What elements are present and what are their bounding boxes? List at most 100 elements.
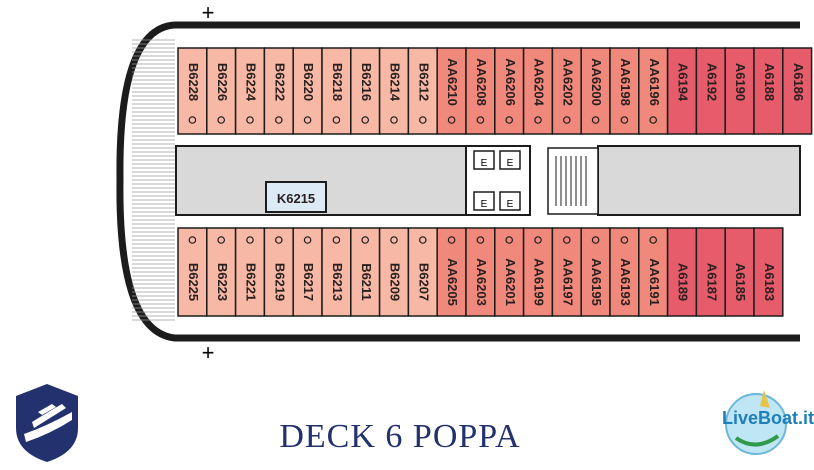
- cabin-a6192[interactable]: A6192: [695, 47, 726, 135]
- cabin-label: A6183: [762, 263, 777, 301]
- porthole-icon: [332, 236, 341, 244]
- cabin-a6189[interactable]: A6189: [666, 227, 698, 317]
- cabin-label: A6188: [762, 63, 777, 101]
- porthole-icon: [476, 116, 485, 124]
- cabin-aa6205[interactable]: AA6205: [436, 227, 467, 317]
- cabin-label: B6220: [301, 63, 316, 101]
- cabin-a6194[interactable]: A6194: [666, 47, 698, 135]
- cabin-aa6204[interactable]: AA6204: [522, 47, 554, 135]
- cabin-b6228[interactable]: B6228: [177, 47, 208, 135]
- cabin-b6216[interactable]: B6216: [350, 47, 381, 135]
- cabin-aa6195[interactable]: AA6195: [580, 227, 611, 317]
- cabin-label: A6194: [676, 63, 691, 102]
- cabin-box: [551, 47, 582, 135]
- cabin-b6218[interactable]: B6218: [321, 47, 352, 135]
- cabin-aa6199[interactable]: AA6199: [522, 227, 554, 317]
- cabin-label: B6226: [215, 63, 230, 101]
- porthole-icon: [246, 236, 254, 244]
- cabin-b6209[interactable]: B6209: [378, 227, 410, 317]
- cabin-label: B6213: [330, 263, 345, 301]
- porthole-icon: [534, 116, 542, 124]
- cabin-b6222[interactable]: B6222: [263, 47, 294, 135]
- cabin-label: AA6200: [589, 58, 604, 106]
- porthole-icon: [447, 236, 456, 244]
- cabin-aa6200[interactable]: AA6200: [580, 47, 611, 135]
- cabin-b6226[interactable]: B6226: [206, 47, 237, 135]
- cabin-box: [436, 47, 467, 135]
- watermark-text: LiveBoat.it: [722, 408, 814, 428]
- ship-logo-icon: [16, 384, 78, 462]
- porthole-icon: [188, 236, 197, 244]
- cabin-b6220[interactable]: B6220: [292, 47, 323, 135]
- cabin-label: B6207: [416, 263, 431, 301]
- porthole-icon: [332, 116, 341, 124]
- cabin-aa6198[interactable]: AA6198: [609, 47, 640, 135]
- cabin-label: B6224: [244, 63, 259, 102]
- cabin-label: AA6198: [618, 58, 633, 106]
- deck-planks: [132, 39, 175, 321]
- cabin-aa6197[interactable]: AA6197: [551, 227, 582, 317]
- cabin-aa6203[interactable]: AA6203: [465, 227, 496, 317]
- cabin-box: [695, 227, 726, 317]
- cabin-a6183[interactable]: A6183: [753, 227, 784, 317]
- cabin-box: [695, 47, 726, 135]
- elevator-block: E E E E: [465, 145, 531, 216]
- cabin-b6212[interactable]: B6212: [407, 47, 438, 135]
- porthole-icon: [534, 236, 542, 244]
- cabin-label: AA6210: [445, 58, 460, 106]
- porthole-icon: [246, 116, 254, 124]
- cabin-label: B6221: [244, 263, 259, 301]
- cabin-b6223[interactable]: B6223: [206, 227, 237, 317]
- cabin-a6188[interactable]: A6188: [753, 47, 784, 135]
- cabin-label: A6190: [733, 63, 748, 101]
- cabin-box: [522, 47, 554, 135]
- cabin-aa6202[interactable]: AA6202: [551, 47, 582, 135]
- cabin-b6217[interactable]: B6217: [292, 227, 323, 317]
- cabin-label: AA6202: [560, 58, 575, 106]
- cabin-a6186[interactable]: A6186: [782, 47, 813, 135]
- cabin-label: AA6193: [618, 258, 633, 306]
- cabin-aa6193[interactable]: AA6193: [609, 227, 640, 317]
- cabin-a6187[interactable]: A6187: [695, 227, 726, 317]
- cabin-label: AA6206: [503, 58, 518, 106]
- cabin-aa6206[interactable]: AA6206: [494, 47, 525, 135]
- cabin-a6185[interactable]: A6185: [724, 227, 755, 317]
- cabin-label: B6218: [330, 63, 345, 101]
- cabin-box: [378, 47, 410, 135]
- cabin-box: [177, 47, 208, 135]
- cabin-b6213[interactable]: B6213: [321, 227, 352, 317]
- cabin-b6225[interactable]: B6225: [177, 227, 208, 317]
- cabin-b6221[interactable]: B6221: [234, 227, 266, 317]
- cabin-aa6201[interactable]: AA6201: [494, 227, 525, 317]
- cabin-label: AA6208: [474, 58, 489, 106]
- cabin-label: B6222: [272, 63, 287, 101]
- cabin-box: [206, 47, 237, 135]
- cabin-b6207[interactable]: B6207: [407, 227, 438, 317]
- cabin-label: B6225: [186, 263, 201, 301]
- porthole-icon: [505, 116, 514, 124]
- cabin-label: A6187: [704, 263, 719, 301]
- cabin-aa6210[interactable]: AA6210: [436, 47, 467, 135]
- porthole-icon: [591, 116, 600, 124]
- cabin-aa6191[interactable]: AA6191: [638, 227, 669, 317]
- cabin-k6215[interactable]: K6215: [265, 181, 327, 213]
- cabin-b6211[interactable]: B6211: [350, 227, 381, 317]
- cabin-label: AA6203: [474, 258, 489, 306]
- cabin-b6219[interactable]: B6219: [263, 227, 294, 317]
- porthole-icon: [591, 236, 600, 244]
- cabin-aa6196[interactable]: AA6196: [638, 47, 669, 135]
- cabin-label: B6216: [359, 63, 374, 101]
- cabin-b6224[interactable]: B6224: [234, 47, 266, 135]
- cabin-b6214[interactable]: B6214: [378, 47, 410, 135]
- cabin-a6190[interactable]: A6190: [724, 47, 755, 135]
- cabin-label: AA6204: [532, 58, 547, 106]
- cabin-label: A6185: [733, 263, 748, 301]
- cabin-aa6208[interactable]: AA6208: [465, 47, 496, 135]
- elevator-label: E: [481, 199, 488, 210]
- porthole-icon: [361, 236, 370, 244]
- cabin-label: AA6196: [647, 58, 662, 106]
- porthole-icon: [274, 116, 283, 124]
- cabin-box: [753, 47, 784, 135]
- porthole-icon: [418, 116, 427, 124]
